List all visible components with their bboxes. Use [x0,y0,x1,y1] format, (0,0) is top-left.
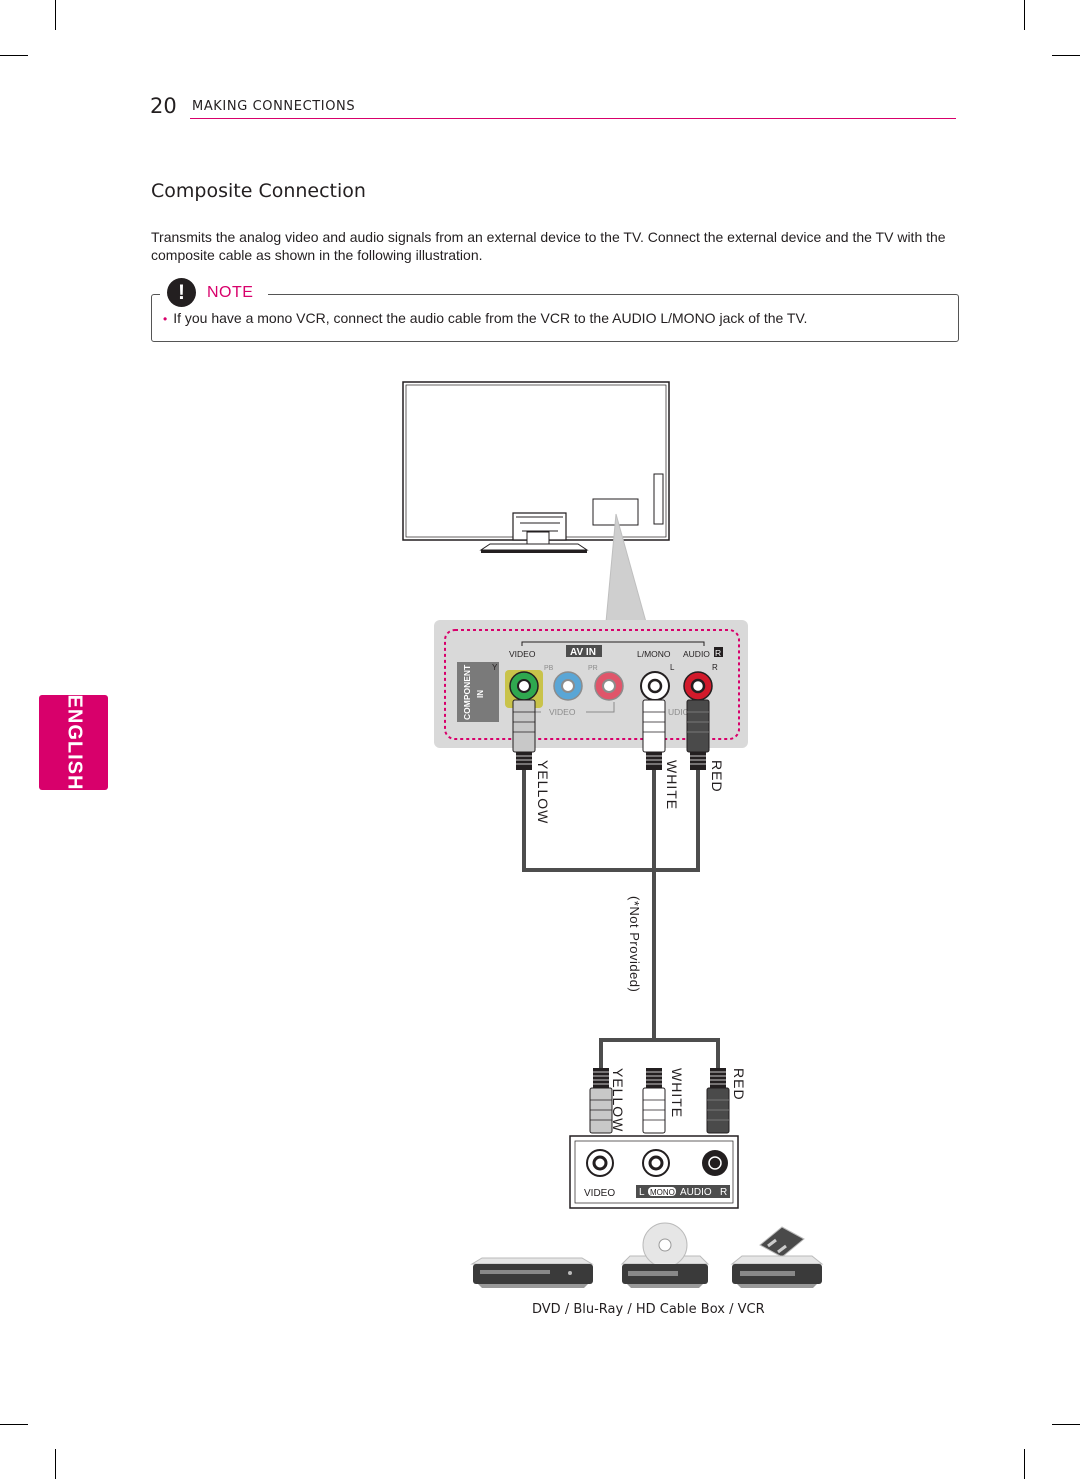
tv-side-plugs [512,699,710,770]
crop-mark [1024,0,1025,30]
l-mono-label: L/MONO [637,649,671,659]
bullet-icon: • [163,312,168,326]
crop-mark [1052,55,1080,56]
vcr-icon [730,1226,824,1288]
intro-paragraph: Transmits the analog video and audio sig… [151,229,946,263]
not-provided-label: (*Not Provided) [627,896,642,992]
crop-mark [55,1449,56,1479]
in-label: IN [476,690,485,698]
component-label: COMPONENT [462,664,472,720]
device-r-label: R [720,1187,727,1198]
crop-mark [0,1424,28,1425]
l-label: L [670,663,675,672]
note-item: • If you have a mono VCR, connect the aud… [163,310,943,326]
crop-mark [1024,1449,1025,1479]
page-number: 20 [150,94,177,118]
section-title: MAKING CONNECTIONS [192,99,356,114]
crop-mark [55,0,56,30]
page-title: Composite Connection [151,180,366,202]
exclamation-icon: ! [167,278,196,307]
audio-label: AUDIO [683,649,710,659]
pb-label: PB [544,665,554,672]
device-label-red: RED [731,1068,747,1101]
tv-illustration [402,381,670,553]
device-label-white: WHITE [669,1068,685,1118]
devices-caption: DVD / Blu-Ray / HD Cable Box / VCR [532,1302,765,1317]
video-label: VIDEO [509,649,536,659]
device-label-yellow: YELLOW [610,1068,626,1132]
note-item-text: If you have a mono VCR, connect the audi… [173,310,808,326]
note-label: NOTE [207,284,254,301]
note-box [151,294,959,342]
cable-label-white: WHITE [664,760,680,810]
av-in-label: AV IN [570,647,596,658]
r-small-label: R [712,663,718,672]
video-sub-label: VIDEO [549,707,576,717]
language-tab [39,695,108,790]
device-audio-label: AUDIO [680,1187,712,1198]
header-rule [190,118,956,119]
y-label: Y [492,663,498,672]
dvd-player-icon [470,1257,594,1288]
cable-label-red: RED [709,760,725,793]
crop-mark [0,55,28,56]
device-jack-panel: VIDEO L MONO AUDIO R [569,1135,739,1209]
device-l-label: L [639,1187,645,1198]
crop-mark [1052,1424,1080,1425]
device-video-label: VIDEO [584,1188,615,1199]
bluray-player-icon [620,1222,710,1288]
device-side-plugs [589,1068,730,1134]
audio-sub-label: UDIO [668,707,690,717]
pr-label: PR [588,665,598,672]
cable-label-yellow: YELLOW [535,760,551,824]
av-cable [522,770,720,1068]
r-label: R [715,648,721,658]
device-mono-label: MONO [650,1188,675,1197]
